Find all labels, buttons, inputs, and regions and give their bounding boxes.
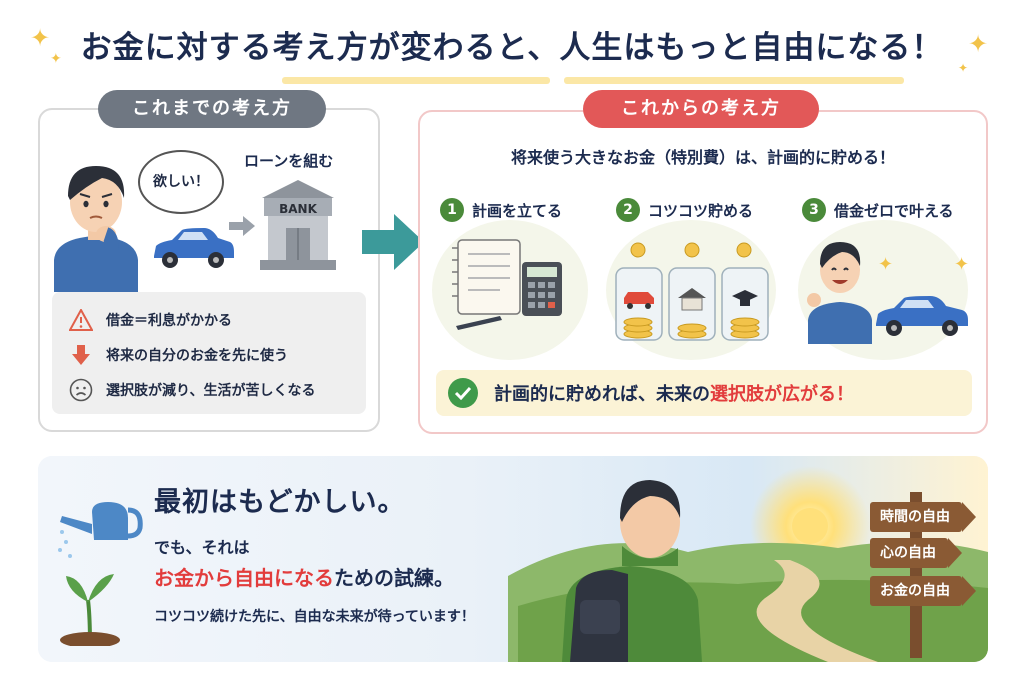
sparkle-icon: ✦ (50, 51, 62, 67)
bottom-line-1: でも、それは (154, 538, 250, 557)
result-highlight: 選択肢が広がる！ (710, 384, 854, 405)
signpost-mind-freedom: 心の自由 (870, 538, 962, 568)
page-title: お金に対する考え方が変わると、人生はもっと自由になる！ (0, 22, 1024, 84)
bottom-line-2-rest: ための試練。 (334, 566, 454, 590)
down-arrow-icon (68, 343, 94, 367)
bank-sign-text: BANK (279, 202, 317, 216)
watering-can-sprout-illustration (58, 502, 143, 646)
sparkle-icon: ✦ (878, 254, 894, 275)
page-title-text: お金に対する考え方が変わると、人生はもっと自由になる！ (80, 30, 944, 66)
blue-car-illustration (154, 228, 234, 268)
want-bubble-text: 欲しい！ (153, 174, 209, 190)
sparkle-icon: ✦ (958, 61, 969, 75)
step-number: 3 (802, 198, 826, 222)
check-icon (448, 378, 478, 408)
step-number: 2 (616, 198, 640, 222)
step-3-heading: 3 借金ゼロで叶える (802, 196, 954, 224)
new-mindset-subtitle: 将来使う大きなお金（特別費）は、計画的に貯める！ (510, 148, 895, 167)
signpost-illustration (910, 492, 922, 658)
step-label: 借金ゼロで叶える (834, 201, 954, 220)
downside-text: 借金＝利息がかかる (106, 313, 232, 329)
happy-man-car-illustration (807, 242, 968, 344)
step-2-heading: 2 コツコツ貯める (616, 196, 753, 224)
downside-text: 選択肢が減り、生活が苦しくなる (106, 383, 316, 399)
signpost-time-freedom: 時間の自由 (870, 502, 976, 532)
worried-man-illustration (54, 166, 138, 292)
list-item: 選択肢が減り、生活が苦しくなる (68, 378, 315, 402)
sparkle-icon: ✦ (968, 30, 989, 58)
step-label: コツコツ貯める (648, 201, 754, 220)
sad-face-icon (68, 378, 94, 402)
downsides-list: 借金＝利息がかかる 将来の自分のお金を先に使う 選択肢が減り、生活が苦しくなる (52, 292, 366, 414)
warning-icon (68, 308, 94, 332)
bottom-line-3: コツコツ続けた先に、自由な未来が待っています！ (154, 609, 475, 625)
step-1-heading: 1 計画を立てる (440, 196, 562, 224)
loan-label: ローンを組む (244, 152, 334, 170)
sparkle-icon: ✦ (30, 24, 51, 52)
list-item: 借金＝利息がかかる (68, 308, 232, 332)
signpost-money-freedom: お金の自由 (870, 576, 976, 606)
freedom-banner: 時間の自由 心の自由 お金の自由 (38, 456, 988, 662)
title-underline-left (282, 77, 550, 84)
list-item: 将来の自分のお金を先に使う (68, 343, 288, 367)
bank-building-illustration (260, 180, 336, 270)
right-arrow-icon (229, 216, 255, 236)
sparkle-icon: ✦ (954, 254, 970, 275)
downside-text: 将来の自分のお金を先に使う (106, 348, 288, 364)
savings-jars-illustration (615, 242, 769, 341)
old-mindset-label: これまでの考え方 (98, 90, 326, 128)
bottom-line-2-highlight: お金から自由になる (154, 566, 334, 590)
transition-arrow-icon (362, 214, 424, 270)
result-banner: 計画的に貯めれば、未来の 選択肢が広がる！ (436, 370, 972, 416)
want-speech-bubble: 欲しい！ (138, 150, 224, 214)
step-label: 計画を立てる (472, 201, 563, 220)
bottom-line-2: お金から自由になるための試練。 (154, 562, 454, 591)
bottom-title: 最初はもどかしい。 (154, 487, 406, 518)
new-mindset-label: これからの考え方 (583, 90, 819, 128)
result-text: 計画的に貯めれば、未来の (494, 384, 710, 405)
planner-calculator-illustration (452, 239, 562, 330)
step-number: 1 (440, 198, 464, 222)
hiker-back-illustration (562, 480, 702, 662)
title-underline-right (564, 77, 904, 84)
